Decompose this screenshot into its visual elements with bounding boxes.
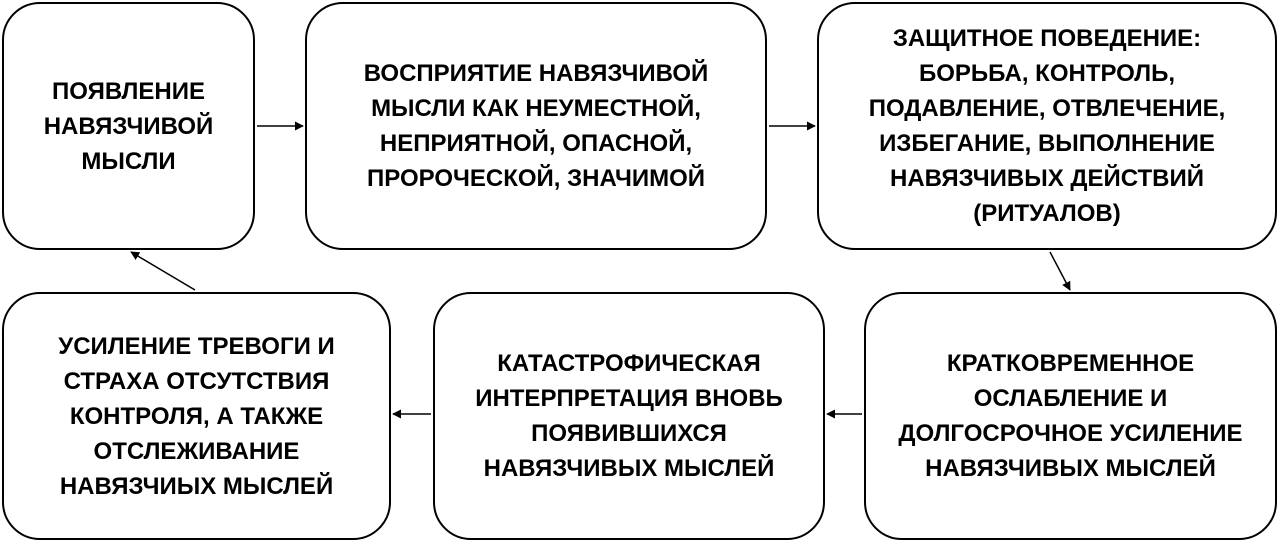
node-appearance-text: ПОЯВЛЕНИЕ НАВЯЗЧИВОЙ МЫСЛИ <box>43 77 214 175</box>
node-defense: ЗАЩИТНОЕ ПОВЕДЕНИЕ: БОРЬБА, КОНТРОЛЬ, ПО… <box>817 2 1277 250</box>
arrow-defense-to-relief <box>1049 251 1071 291</box>
node-relief: КРАТКОВРЕМЕННОЕ ОСЛАБЛЕНИЕ И ДОЛГОСРОЧНО… <box>864 292 1277 540</box>
arrow-anxiety-to-appearance <box>130 251 196 291</box>
node-anxiety-text: УСИЛЕНИЕ ТРЕВОГИ И СТРАХА ОТСУТСТВИЯ КОН… <box>58 332 335 500</box>
node-catastrophic: КАТАСТРОФИЧЕСКАЯ ИНТЕРПРЕТАЦИЯ ВНОВЬ ПОЯ… <box>433 292 825 540</box>
node-defense-text: ЗАЩИТНОЕ ПОВЕДЕНИЕ: БОРЬБА, КОНТРОЛЬ, ПО… <box>868 25 1226 227</box>
node-perception-text: ВОСПРИЯТИЕ НАВЯЗЧИВОЙ МЫСЛИ КАК НЕУМЕСТН… <box>363 60 709 192</box>
node-relief-text: КРАТКОВРЕМЕННОЕ ОСЛАБЛЕНИЕ И ДОЛГОСРОЧНО… <box>898 350 1243 482</box>
node-catastrophic-text: КАТАСТРОФИЧЕСКАЯ ИНТЕРПРЕТАЦИЯ ВНОВЬ ПОЯ… <box>475 350 783 482</box>
node-anxiety: УСИЛЕНИЕ ТРЕВОГИ И СТРАХА ОТСУТСТВИЯ КОН… <box>2 292 391 540</box>
node-perception: ВОСПРИЯТИЕ НАВЯЗЧИВОЙ МЫСЛИ КАК НЕУМЕСТН… <box>305 2 767 250</box>
node-appearance: ПОЯВЛЕНИЕ НАВЯЗЧИВОЙ МЫСЛИ <box>2 2 255 250</box>
